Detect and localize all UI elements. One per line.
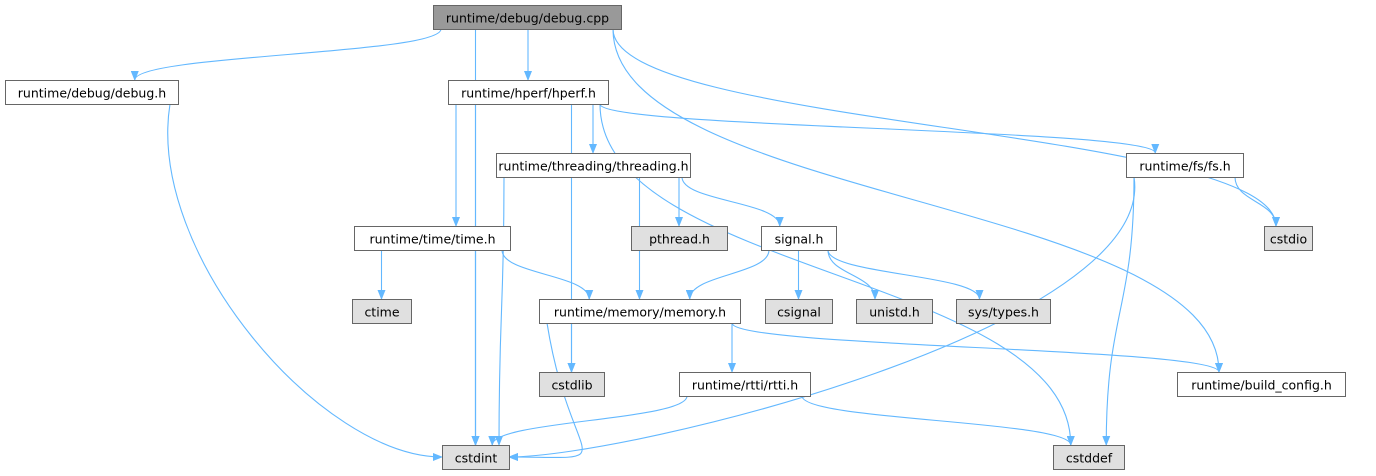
node-pthread-h: pthread.h xyxy=(631,226,728,251)
edge-threading-h-to-cstdint xyxy=(495,176,505,446)
node-label: cstdint xyxy=(455,451,498,466)
node-unistd-h: unistd.h xyxy=(856,299,933,324)
node-label: runtime/rtti/rtti.h xyxy=(692,378,798,393)
node-cstddef: cstddef xyxy=(1053,445,1125,470)
node-cstdio: cstdio xyxy=(1264,226,1313,251)
node-sys-types-h: sys/types.h xyxy=(956,299,1051,324)
node-label: cstdio xyxy=(1270,232,1307,247)
node-box xyxy=(539,299,741,324)
node-label: runtime/fs/fs.h xyxy=(1139,159,1230,174)
edge-debug-cpp-to-build-config-h xyxy=(612,28,1223,373)
node-box xyxy=(1264,226,1313,251)
node-label: pthread.h xyxy=(649,232,710,247)
node-hperf-h[interactable]: runtime/hperf/hperf.h xyxy=(448,80,609,105)
node-box xyxy=(448,80,609,105)
node-label: unistd.h xyxy=(869,305,920,320)
node-cstdlib: cstdlib xyxy=(539,372,605,397)
node-box xyxy=(5,80,179,105)
node-label: runtime/time/time.h xyxy=(369,232,495,247)
edge-fs-h-to-cstdio xyxy=(1234,176,1280,227)
node-box xyxy=(352,299,412,324)
node-box xyxy=(433,5,622,30)
node-box xyxy=(631,226,728,251)
edge-hperf-h-to-fs-h xyxy=(599,103,1160,154)
edge-time-h-to-memory-h xyxy=(501,249,594,300)
node-label: runtime/memory/memory.h xyxy=(554,305,726,320)
nodes: runtime/debug/debug.cpp runtime/debug/deb… xyxy=(5,5,1346,470)
node-box xyxy=(496,153,691,178)
node-box xyxy=(539,372,605,397)
node-label: runtime/debug/debug.cpp xyxy=(446,11,609,26)
edge-signal-h-to-unistd-h xyxy=(827,249,879,300)
node-memory-h[interactable]: runtime/memory/memory.h xyxy=(539,299,741,324)
edge-fs-h-to-cstdint xyxy=(508,176,1136,461)
node-box xyxy=(856,299,933,324)
node-cstdint: cstdint xyxy=(442,445,510,470)
edge-fs-h-to-cstddef xyxy=(1102,176,1135,446)
node-box xyxy=(765,299,833,324)
node-signal-h[interactable]: signal.h xyxy=(761,226,837,251)
node-time-h[interactable]: runtime/time/time.h xyxy=(354,226,511,251)
node-label: runtime/hperf/hperf.h xyxy=(461,86,596,101)
node-debug-h[interactable]: runtime/debug/debug.h xyxy=(5,80,179,105)
node-rtti-h[interactable]: runtime/rtti/rtti.h xyxy=(679,372,811,397)
node-label: runtime/threading/threading.h xyxy=(498,159,688,174)
node-box xyxy=(956,299,1051,324)
node-box xyxy=(761,226,837,251)
edge-signal-h-to-sys-types-h xyxy=(827,249,984,300)
edge-debug-cpp-to-debug-h xyxy=(130,28,442,81)
node-build-config-h[interactable]: runtime/build_config.h xyxy=(1177,372,1346,397)
node-threading-h[interactable]: runtime/threading/threading.h xyxy=(496,153,691,178)
edge-memory-h-to-build-config-h xyxy=(731,322,1223,373)
node-label: ctime xyxy=(364,305,399,320)
node-label: runtime/build_config.h xyxy=(1191,378,1332,393)
node-fs-h[interactable]: runtime/fs/fs.h xyxy=(1126,153,1244,178)
edge-rtti-h-to-cstdint xyxy=(488,395,688,446)
node-box xyxy=(442,445,510,470)
node-ctime: ctime xyxy=(352,299,412,324)
node-label: sys/types.h xyxy=(968,305,1039,320)
edge-threading-h-to-signal-h xyxy=(681,176,784,227)
node-label: csignal xyxy=(777,305,821,320)
node-box xyxy=(354,226,511,251)
node-box xyxy=(1126,153,1244,178)
node-label: cstddef xyxy=(1066,451,1113,466)
node-label: signal.h xyxy=(775,232,824,247)
node-label: cstdlib xyxy=(551,378,592,393)
edge-debug-cpp-to-cstdio xyxy=(612,28,1280,227)
node-box xyxy=(1053,445,1125,470)
edge-rtti-h-to-cstddef xyxy=(801,395,1075,446)
node-csignal: csignal xyxy=(765,299,833,324)
edge-debug-h-to-cstdint xyxy=(167,103,443,461)
node-box xyxy=(1177,372,1346,397)
node-box xyxy=(679,372,811,397)
node-debug-cpp[interactable]: runtime/debug/debug.cpp xyxy=(433,5,622,30)
edge-signal-h-to-memory-h xyxy=(685,249,770,300)
node-label: runtime/debug/debug.h xyxy=(18,86,166,101)
